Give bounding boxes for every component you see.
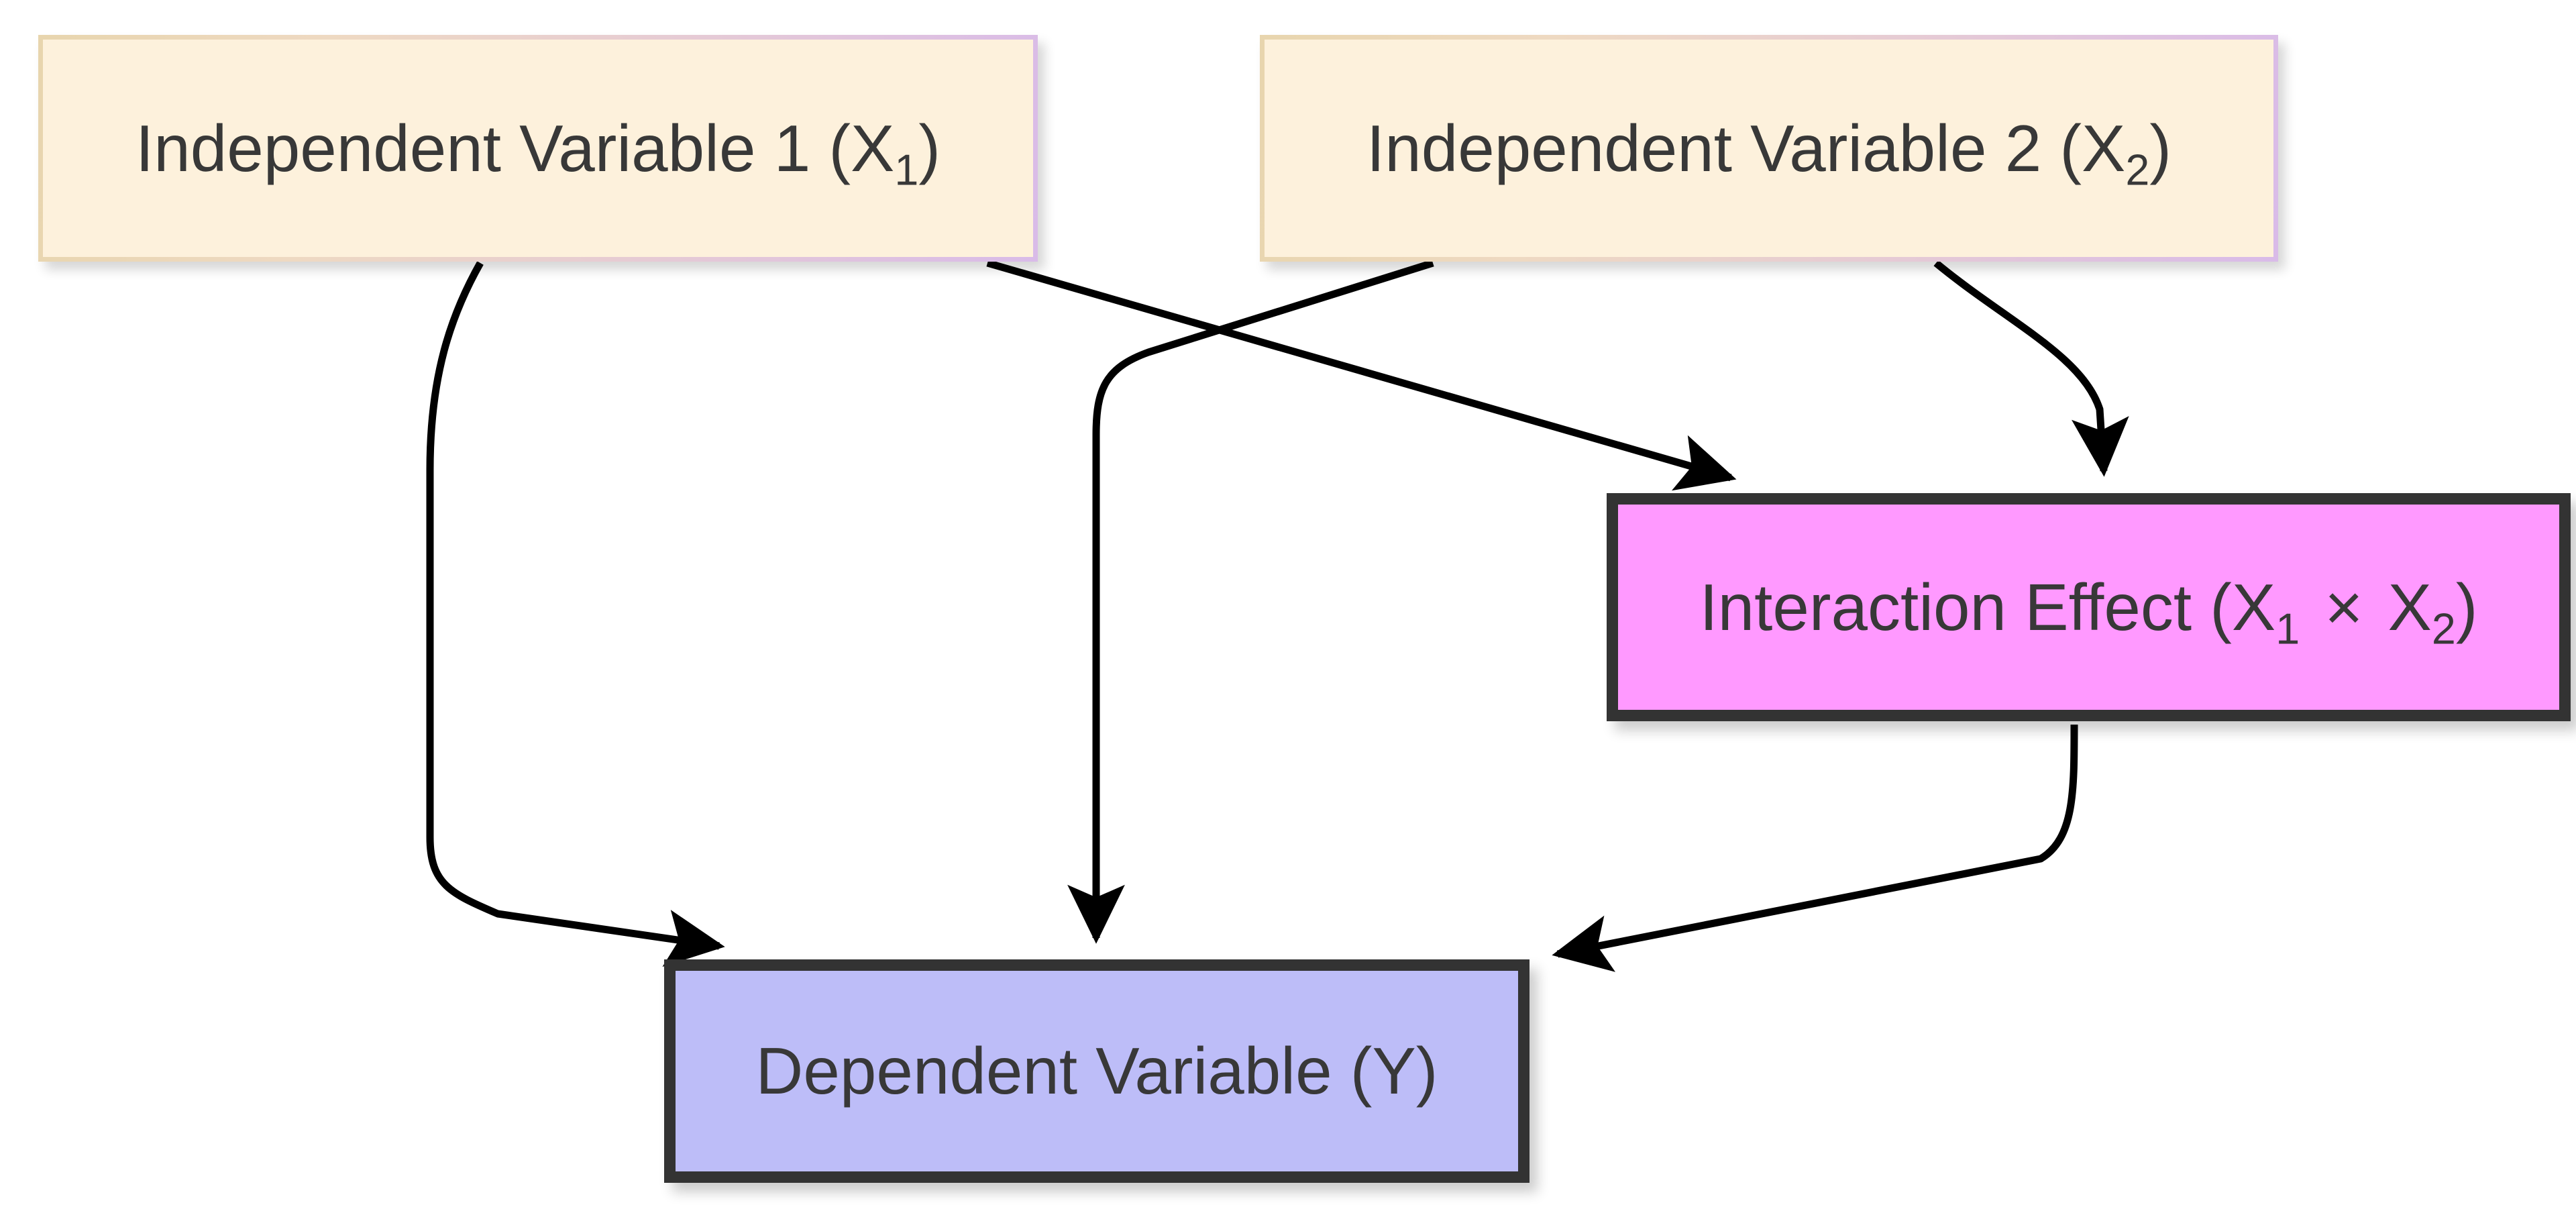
node-independent-variable-1[interactable]: Independent Variable 1 (X1) (38, 35, 1038, 262)
edge-path-x2-to-y (1067, 259, 1434, 944)
edge-path-x2-to-interaction (1933, 260, 2129, 477)
node-label-interaction-effect: Interaction Effect (X1 × X2) (1699, 570, 2478, 653)
node-interaction-effect[interactable]: Interaction Effect (X1 × X2) (1607, 493, 2571, 721)
node-label-independent-variable-1: Independent Variable 1 (X1) (135, 111, 941, 195)
edge-path-x1-to-interaction (986, 259, 1737, 491)
edge-path-x1-to-y (426, 261, 725, 967)
node-independent-variable-2[interactable]: Independent Variable 2 (X2) (1260, 35, 2278, 262)
node-label-dependent-variable: Dependent Variable (Y) (755, 1034, 1438, 1108)
node-dependent-variable[interactable]: Dependent Variable (Y) (664, 959, 1529, 1183)
node-label-independent-variable-2: Independent Variable 2 (X2) (1366, 111, 2172, 195)
edge-path-interaction-to-y (1552, 724, 2078, 972)
